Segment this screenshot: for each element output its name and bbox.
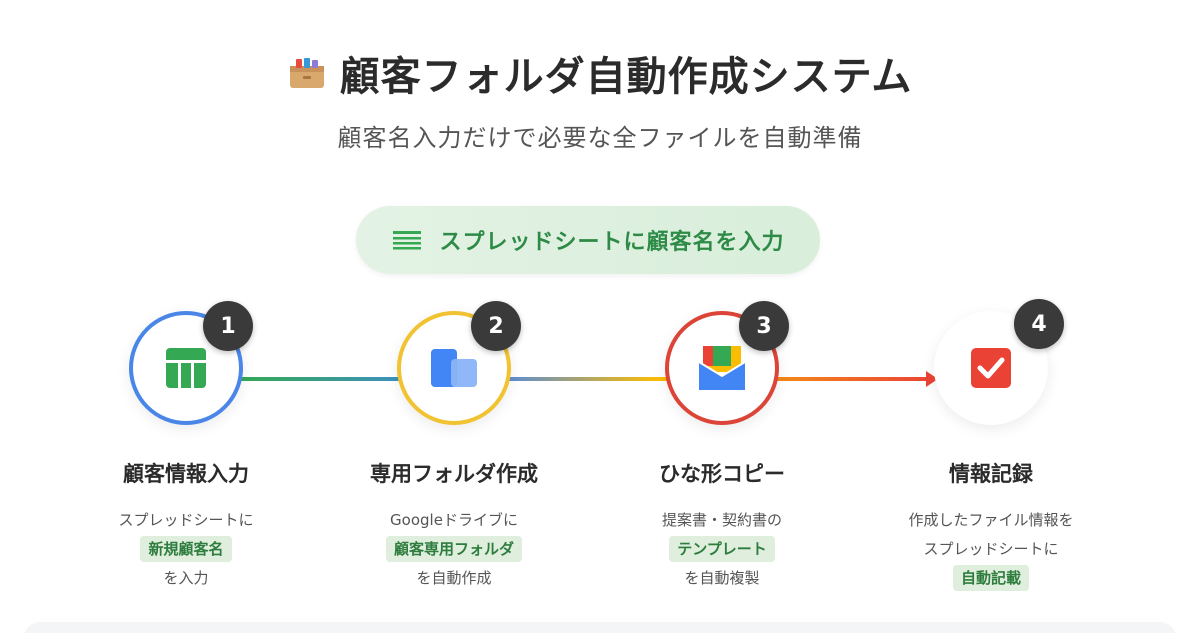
step-3-title: ひな形コピー xyxy=(659,462,785,486)
step-3-badge: 3 xyxy=(739,301,789,351)
input-pill-label: スプレッドシートに顧客名を入力 xyxy=(439,230,785,255)
folder-blocks-icon xyxy=(431,349,477,387)
step-3-desc-line: 提案書・契約書の xyxy=(661,511,782,529)
step-2-desc-line: を自動作成 xyxy=(416,569,492,587)
step-1-description: スプレッドシートに 新規顧客名 を入力 xyxy=(66,506,306,593)
page-subtitle: 顧客名入力だけで必要な全ファイルを自動準備 xyxy=(337,124,863,152)
step-4-description: 作成したファイル情報を スプレッドシートに 自動記載 xyxy=(871,506,1111,593)
step-4-desc-line: スプレッドシートに xyxy=(923,540,1059,558)
step-3-description: 提案書・契約書の テンプレート を自動複製 xyxy=(602,506,842,593)
step-2-desc-line: Googleドライブに xyxy=(390,511,518,529)
page-title: 顧客フォルダ自動作成システム xyxy=(339,54,913,100)
document-envelope-icon xyxy=(698,346,746,390)
input-customer-name-pill[interactable]: スプレッドシートに顧客名を入力 xyxy=(356,206,820,274)
step-4-desc-line: 作成したファイル情報を xyxy=(908,511,1074,529)
checkbox-icon xyxy=(971,348,1011,388)
step-3-desc-line: を自動複製 xyxy=(684,569,760,587)
step-2-highlight: 顧客専用フォルダ xyxy=(385,536,522,562)
step-2-badge: 2 xyxy=(471,301,521,351)
step-2-title: 専用フォルダ作成 xyxy=(370,462,538,486)
sheet-lines-icon xyxy=(393,231,422,250)
card-file-box-icon xyxy=(288,56,326,90)
header: 顧客フォルダ自動作成システム xyxy=(0,44,1200,102)
step-1-title: 顧客情報入力 xyxy=(123,462,249,486)
step-3-highlight: テンプレート xyxy=(669,536,775,562)
step-4-badge: 4 xyxy=(1014,299,1064,349)
spreadsheet-icon xyxy=(166,348,206,388)
step-1-highlight: 新規顧客名 xyxy=(140,536,232,562)
step-1-desc-line: を入力 xyxy=(163,569,209,587)
step-2-description: Googleドライブに 顧客専用フォルダ を自動作成 xyxy=(334,506,574,593)
step-4-highlight: 自動記載 xyxy=(952,565,1029,591)
step-1-desc-line: スプレッドシートに xyxy=(118,511,254,529)
bottom-panel xyxy=(24,622,1176,633)
step-1-badge: 1 xyxy=(203,301,253,351)
step-4-title: 情報記録 xyxy=(949,462,1033,486)
